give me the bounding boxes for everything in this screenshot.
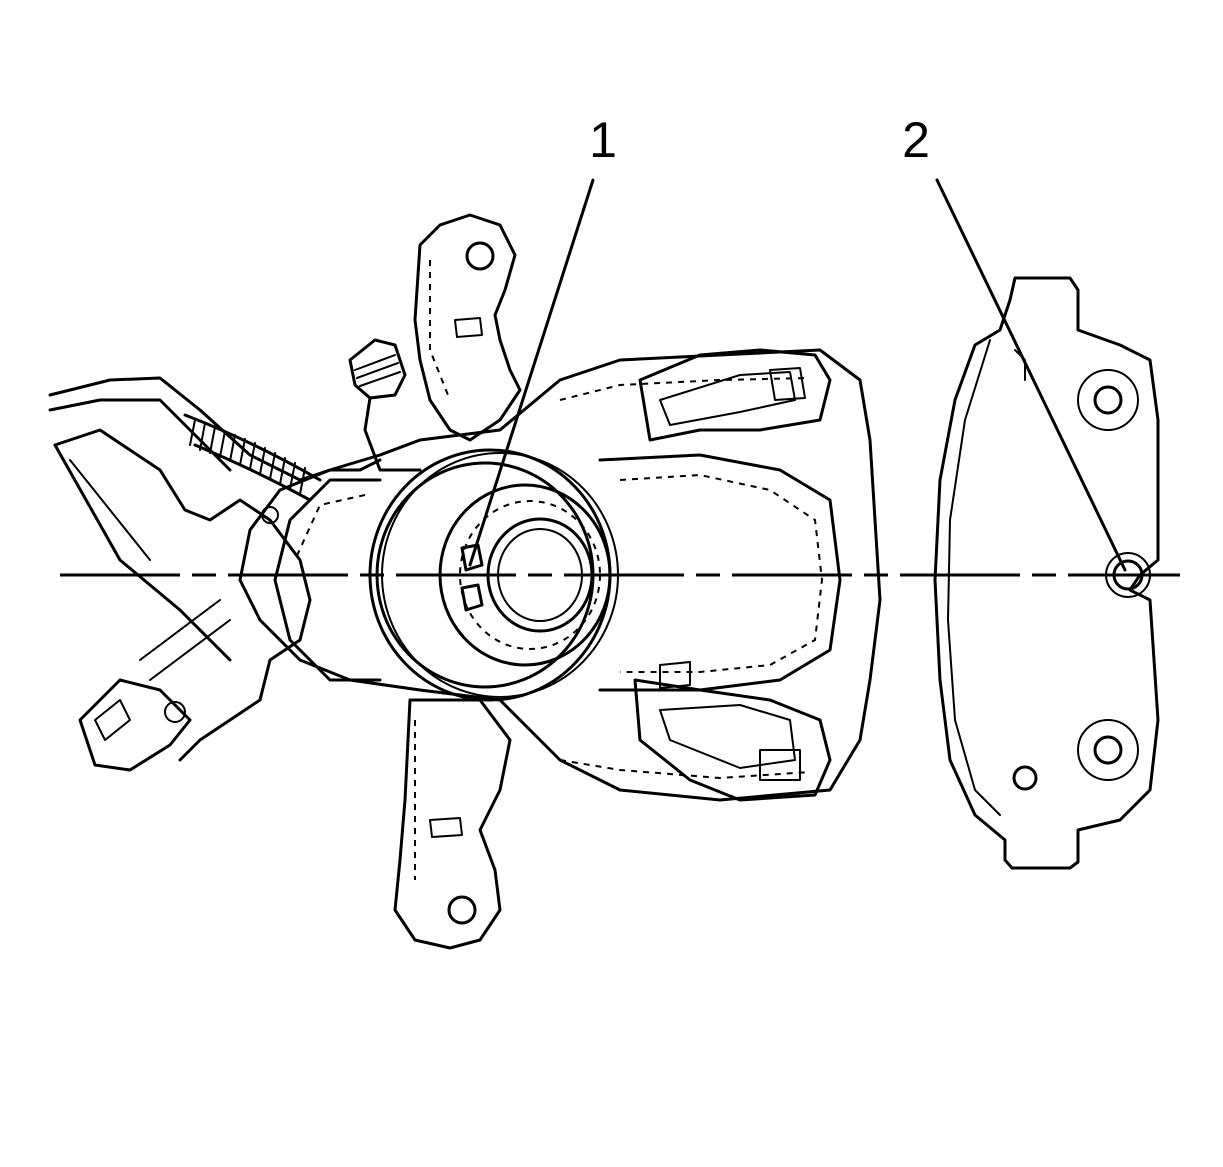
leader-line-1 (468, 178, 595, 567)
steering-knuckle (48, 376, 382, 772)
coiled-hose (183, 413, 322, 502)
callout-label-2: 2 (902, 112, 930, 168)
bleeder-valve (348, 338, 422, 472)
leader-line-2 (935, 178, 1127, 572)
brake-pad (933, 276, 1160, 870)
callout-label-1: 1 (589, 112, 617, 168)
caliper-body (238, 213, 882, 950)
